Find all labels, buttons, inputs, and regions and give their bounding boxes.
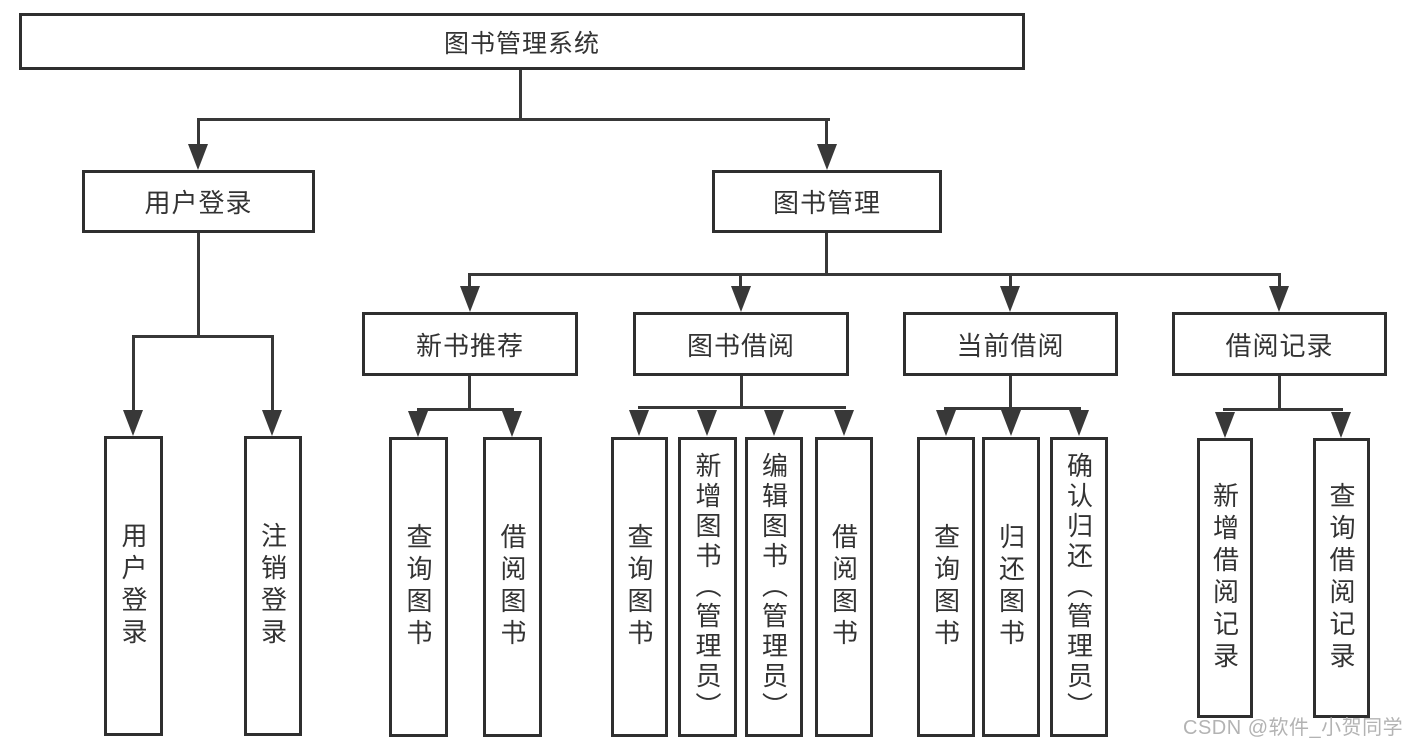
arrow-down-icon [1001, 410, 1021, 436]
arrow-down-icon [731, 286, 751, 312]
connector-line [468, 273, 1281, 276]
leaf-box-return-books: 归还图书 [982, 437, 1040, 737]
leaf-box-query-borrow-record: 查询借阅记录 [1313, 438, 1370, 718]
module-label: 图书借阅 [686, 330, 795, 361]
leaf-box-query-books-current: 查询图书 [917, 437, 975, 737]
arrow-down-icon [834, 410, 854, 436]
leaf-box-logout: 注销登录 [244, 436, 302, 736]
connector-line [132, 335, 274, 338]
module-label: 新书推荐 [415, 330, 524, 361]
arrow-down-icon [262, 410, 282, 436]
leaf-label: 注销登录 [257, 522, 288, 650]
leaf-box-borrow-books-recommend: 借阅图书 [483, 437, 542, 737]
connector-line [1223, 408, 1343, 411]
branch-label: 用户登录 [144, 188, 253, 218]
leaf-box-query-books-borrow: 查询图书 [611, 437, 668, 737]
connector-line [825, 121, 828, 144]
leaf-label: 归还图书 [995, 523, 1026, 651]
arrow-down-icon [1215, 412, 1235, 438]
arrow-down-icon [629, 410, 649, 436]
connector-line [468, 276, 471, 286]
connector-line [1278, 276, 1281, 286]
csdn-watermark: CSDN @软件_小贺同学 [1183, 717, 1404, 739]
connector-line [825, 233, 828, 273]
connector-line [1009, 276, 1012, 286]
module-box-current-borrow: 当前借阅 [903, 312, 1118, 376]
arrow-down-icon [697, 410, 717, 436]
arrow-down-icon [1000, 286, 1020, 312]
connector-line [638, 406, 846, 409]
leaf-box-edit-book-admin: 编辑图书（管理员） [745, 437, 803, 737]
arrow-down-icon [1269, 286, 1289, 312]
leaf-label: 确认归还（管理员） [1063, 452, 1094, 722]
leaf-label: 编辑图书（管理员） [758, 452, 789, 722]
connector-line [468, 376, 471, 408]
connector-line [197, 233, 200, 335]
connector-line [1009, 376, 1012, 407]
connector-line [519, 70, 522, 118]
leaf-label: 查询图书 [403, 523, 433, 651]
connector-line [739, 276, 742, 286]
connector-line [1278, 376, 1281, 408]
arrow-down-icon [936, 410, 956, 436]
leaf-box-confirm-return-admin: 确认归还（管理员） [1050, 437, 1108, 737]
arrow-down-icon [817, 144, 837, 170]
root-box-library-system: 图书管理系统 [19, 13, 1025, 70]
connector-line [944, 407, 1081, 410]
leaf-label: 新增图书（管理员） [692, 452, 722, 722]
arrow-down-icon [188, 144, 208, 170]
arrow-down-icon [1331, 412, 1351, 438]
leaf-label: 查询借阅记录 [1326, 482, 1356, 674]
arrow-down-icon [502, 411, 522, 437]
connector-line [197, 121, 200, 144]
arrow-down-icon [123, 410, 143, 436]
arrow-down-icon [764, 410, 784, 436]
leaf-label: 借阅图书 [497, 523, 527, 651]
branch-box-user-login: 用户登录 [82, 170, 315, 233]
connector-line [417, 408, 514, 411]
module-box-new-book-recommend: 新书推荐 [362, 312, 578, 376]
leaf-box-query-books-recommend: 查询图书 [389, 437, 448, 737]
root-label: 图书管理系统 [443, 29, 600, 58]
leaf-label: 用户登录 [118, 522, 148, 650]
connector-line [271, 338, 274, 410]
leaf-box-add-book-admin: 新增图书（管理员） [678, 437, 737, 737]
module-label: 当前借阅 [956, 330, 1065, 361]
arrow-down-icon [1069, 410, 1089, 436]
leaf-box-user-login: 用户登录 [104, 436, 163, 736]
connector-line [197, 118, 830, 121]
leaf-label: 查询图书 [624, 523, 654, 651]
leaf-box-add-borrow-record: 新增借阅记录 [1197, 438, 1253, 718]
arrow-down-icon [460, 286, 480, 312]
connector-line [740, 376, 743, 406]
module-box-book-borrow: 图书借阅 [633, 312, 849, 376]
arrow-down-icon [408, 411, 428, 437]
leaf-label: 借阅图书 [828, 523, 859, 651]
leaf-box-borrow-books: 借阅图书 [815, 437, 873, 737]
module-box-borrow-records: 借阅记录 [1172, 312, 1387, 376]
module-label: 借阅记录 [1225, 330, 1334, 361]
branch-label: 图书管理 [772, 188, 881, 218]
leaf-label: 查询图书 [930, 523, 961, 651]
branch-box-book-management: 图书管理 [712, 170, 942, 233]
leaf-label: 新增借阅记录 [1209, 482, 1240, 674]
connector-line [132, 338, 135, 410]
